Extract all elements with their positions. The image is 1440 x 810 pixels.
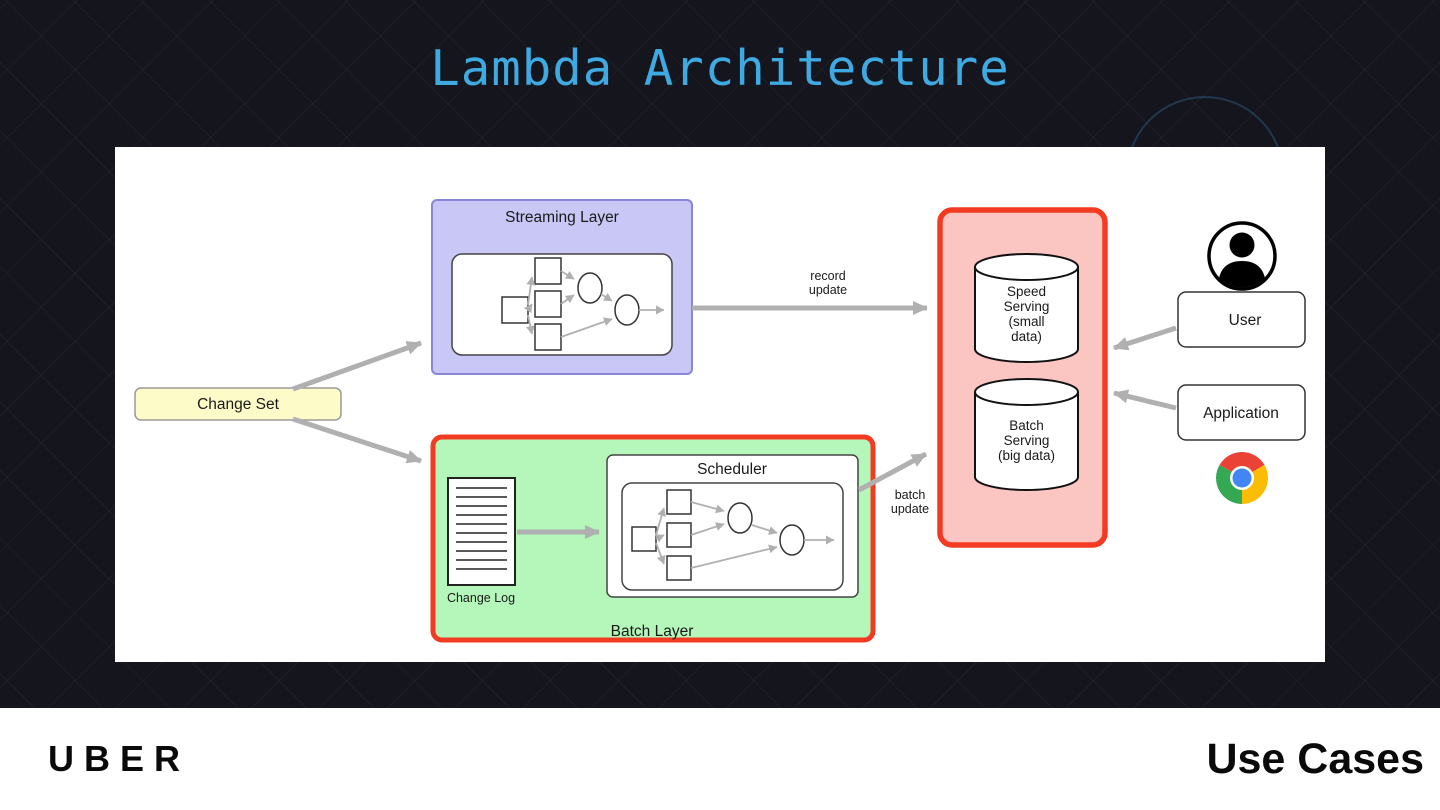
scheduler-flow-diagram — [631, 489, 835, 581]
streaming-layer-label: Streaming Layer — [505, 209, 619, 226]
speed-serving-label: Speed — [1007, 284, 1046, 299]
batch-serving-label: Batch — [1009, 418, 1044, 433]
architecture-diagram: Streaming Layer — [115, 147, 1325, 662]
flow-ellipse — [727, 502, 753, 534]
flow-square — [666, 489, 692, 515]
application-label: Application — [1203, 405, 1279, 422]
flow-square — [534, 323, 562, 351]
slide-title: Lambda Architecture — [430, 40, 1010, 97]
svg-text:(big data): (big data) — [998, 448, 1055, 463]
application-node: Application — [1177, 384, 1306, 441]
batch-layer-label: Batch Layer — [611, 623, 694, 640]
arrow-application-to-serving — [1113, 389, 1177, 411]
arrow-changeset-to-batch — [292, 416, 422, 464]
streaming-flow-diagram — [501, 257, 665, 351]
user-node: User — [1177, 291, 1306, 348]
change-log-label: Change Log — [447, 591, 515, 605]
chrome-icon — [1216, 452, 1268, 504]
svg-text:Serving: Serving — [1004, 433, 1050, 448]
flow-ellipse — [779, 524, 805, 556]
batch-serving-db: Batch Serving (big data) — [974, 378, 1079, 491]
flow-square — [666, 522, 692, 548]
flow-square — [534, 257, 562, 285]
flow-square — [666, 555, 692, 581]
change-set-box — [134, 387, 342, 421]
uber-logo: UBER — [48, 738, 191, 779]
arrow-user-to-serving — [1113, 325, 1177, 351]
diagram-arrows — [292, 301, 1177, 539]
svg-text:update: update — [809, 283, 847, 297]
db-cylinder-top — [974, 253, 1079, 281]
batch-update-label: batch — [895, 488, 926, 502]
speed-serving-db: Speed Serving (small data) — [974, 253, 1079, 363]
svg-text:update: update — [891, 502, 929, 516]
flow-arrows — [523, 270, 665, 338]
record-update-label: record — [810, 269, 845, 283]
flow-square — [501, 296, 529, 324]
user-label: User — [1229, 312, 1262, 329]
user-box — [1177, 291, 1306, 348]
edge-labels: record update batch update — [809, 269, 929, 516]
footer-section-title: Use Cases — [1206, 734, 1424, 783]
streaming-layer-node: Streaming Layer — [431, 199, 693, 375]
change-log-page — [447, 477, 516, 586]
arrow-changeset-to-streaming — [292, 340, 422, 392]
change-log-doc: Change Log — [447, 477, 516, 605]
change-log-lines-icon — [456, 487, 507, 570]
user-avatar-icon — [1207, 221, 1277, 291]
flow-ellipse — [577, 272, 603, 304]
db-cylinder — [974, 392, 1079, 491]
flow-square — [631, 526, 657, 552]
change-set-node: Change Set — [134, 387, 342, 421]
flow-arrows — [654, 501, 835, 569]
flow-square — [534, 290, 562, 318]
svg-text:(small: (small — [1009, 314, 1045, 329]
svg-text:Serving: Serving — [1004, 299, 1050, 314]
db-cylinder — [974, 267, 1079, 363]
streaming-flow-frame — [451, 253, 673, 356]
serving-layer-node: Speed Serving (small data) Batch Serving… — [937, 207, 1108, 548]
flow-ellipse — [614, 294, 640, 326]
arrow-scheduler-to-batch-serving — [857, 451, 928, 493]
svg-text:data): data) — [1011, 329, 1042, 344]
application-box — [1177, 384, 1306, 441]
slide-footer: UBER Use Cases — [0, 708, 1440, 810]
scheduler-node: Scheduler — [606, 454, 859, 598]
scheduler-label: Scheduler — [697, 461, 767, 478]
db-cylinder-top — [974, 378, 1079, 406]
change-set-label: Change Set — [197, 396, 280, 413]
batch-layer-node: Batch Layer Change Log Scheduler — [430, 434, 876, 643]
